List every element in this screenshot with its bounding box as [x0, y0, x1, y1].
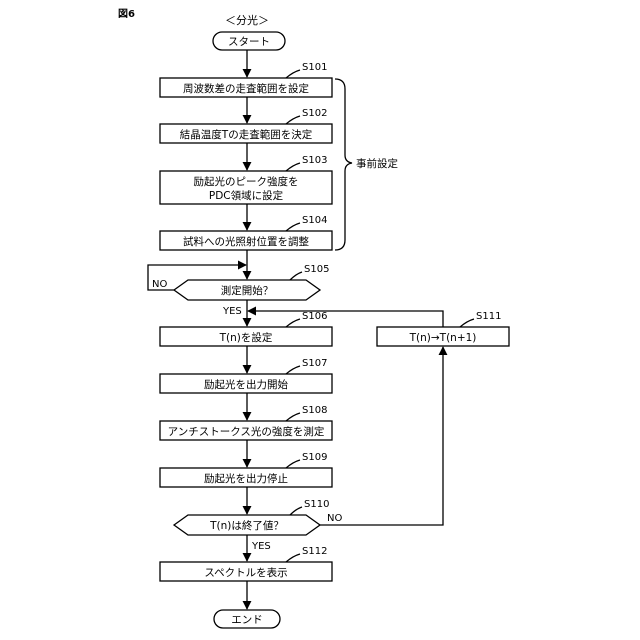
step-id-leader: [286, 413, 300, 421]
bracket-label: 事前設定: [356, 157, 398, 170]
step-id-s105: S105: [304, 264, 329, 275]
step-id-s104: S104: [302, 215, 327, 226]
step-id-s109: S109: [302, 452, 327, 463]
step-id-s102: S102: [302, 108, 327, 119]
no-label-s110: NO: [327, 513, 342, 524]
step-text-s103-line2: PDC領域に設定: [209, 189, 284, 202]
step-text-s109: 励起光を出力停止: [204, 472, 288, 485]
step-id-leader: [286, 223, 300, 231]
step-id-leader: [286, 554, 300, 562]
step-text-s108: アンチストークス光の強度を測定: [168, 425, 325, 438]
step-id-leader: [286, 319, 300, 327]
step-id-leader: [286, 116, 300, 124]
yes-label-s110: YES: [251, 541, 271, 552]
step-id-s101: S101: [302, 62, 327, 73]
no-branch-arrow: [320, 347, 443, 525]
loop-back-arrow: [248, 311, 443, 327]
yes-label-s105: YES: [222, 306, 242, 317]
step-id-leader: [286, 70, 300, 78]
decision-text-s110: T(n)は終了値？: [209, 519, 284, 532]
figure-label: 図6: [118, 8, 135, 20]
step-text-s104: 試料への光照射位置を調整: [183, 235, 309, 248]
bracket: [335, 79, 352, 250]
flow-title: ＜分光＞: [225, 13, 269, 27]
step-text-s111: T(n)→T(n+1): [409, 332, 477, 344]
step-id-leader: [286, 163, 300, 171]
step-id-s110: S110: [304, 499, 329, 510]
step-id-s107: S107: [302, 358, 327, 369]
decision-text-s105: 測定開始？: [221, 284, 274, 297]
step-id-s108: S108: [302, 405, 327, 416]
step-id-s112: S112: [302, 546, 327, 557]
step-text-s102: 結晶温度Tの走査範囲を決定: [180, 128, 313, 141]
step-id-leader: [460, 319, 474, 327]
step-id-leader: [286, 460, 300, 468]
step-text-s112: スペクトルを表示: [204, 566, 287, 579]
no-label-s105: NO: [152, 279, 167, 290]
step-text-s101: 周波数差の走査範囲を設定: [183, 82, 309, 95]
start-label: スタート: [228, 36, 270, 48]
step-id-s106: S106: [302, 311, 327, 322]
step-text-s107: 励起光を出力開始: [204, 378, 288, 391]
end-label: エンド: [231, 614, 263, 626]
step-id-leader: [290, 272, 302, 280]
step-id-leader: [290, 507, 302, 515]
step-text-s103-line1: 励起光のピーク強度を: [194, 175, 299, 188]
step-id-s103: S103: [302, 155, 327, 166]
step-text-s106: T(n)を設定: [219, 331, 273, 344]
step-id-s111: S111: [476, 311, 501, 322]
step-id-leader: [286, 366, 300, 374]
